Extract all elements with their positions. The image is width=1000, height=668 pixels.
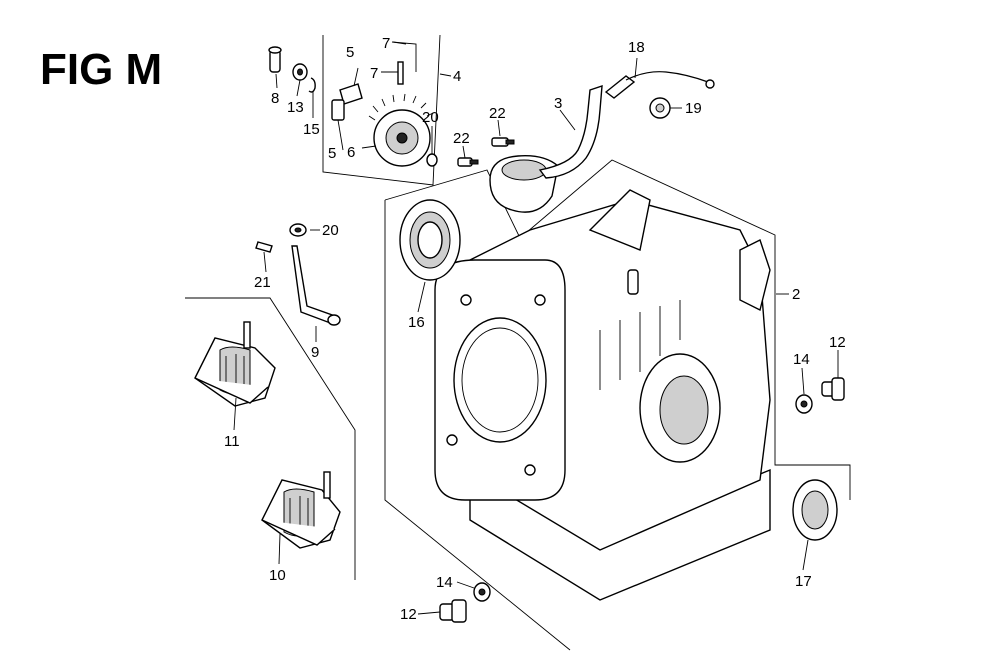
- drain-bolt-12-right: [821, 377, 845, 401]
- callout-7-top: 7: [382, 35, 390, 52]
- engine-mount-11: [194, 321, 276, 407]
- pin-7: [391, 41, 417, 85]
- washer-14-bottom: [473, 582, 491, 602]
- clip-21: [255, 241, 273, 253]
- washer-14-right: [795, 394, 813, 414]
- washer-13: [292, 63, 308, 81]
- engine-mount-10: [261, 471, 341, 549]
- callout-5-top: 5: [346, 44, 354, 61]
- callout-14-bottom: 14: [436, 574, 453, 591]
- breather-tube-3: [538, 85, 603, 179]
- callouts: 8 13 15 5 5 6 7 7 4 20 22 22 3 18 19 20 …: [224, 35, 846, 623]
- bearing-16: [399, 199, 461, 281]
- figure-title: FIG M: [40, 45, 162, 94]
- governor-group-outline: [322, 34, 441, 186]
- crankcase-group-outline-left: [384, 200, 571, 651]
- callout-9: 9: [311, 344, 319, 361]
- callout-3: 3: [554, 95, 562, 112]
- callout-19: 19: [685, 100, 702, 117]
- callout-4: 4: [453, 68, 461, 85]
- callout-12-bottom: 12: [400, 606, 417, 623]
- washer-20-small: [426, 153, 438, 167]
- callout-22-lower: 22: [453, 130, 470, 147]
- callout-15: 15: [303, 121, 320, 138]
- callout-21: 21: [254, 274, 271, 291]
- callout-20-top: 20: [422, 109, 439, 126]
- bolt-22-a: [491, 137, 515, 147]
- callout-7-mid: 7: [370, 65, 378, 82]
- grommet-19: [649, 97, 671, 119]
- callout-11: 11: [224, 433, 240, 450]
- crankcase-2: [434, 189, 771, 601]
- rod-9: [291, 245, 341, 326]
- callout-10: 10: [269, 567, 286, 584]
- governor-gear-6: [368, 93, 434, 167]
- callout-5-bottom: 5: [328, 145, 336, 162]
- callout-17: 17: [795, 573, 812, 590]
- cable-18: [604, 71, 715, 99]
- nut-20: [289, 223, 307, 237]
- callout-16: 16: [408, 314, 425, 331]
- clip-15: [308, 77, 316, 93]
- callout-6: 6: [347, 144, 355, 161]
- governor-arm-5: [331, 83, 363, 121]
- leader-lines: [233, 41, 839, 615]
- callout-14-right: 14: [793, 351, 810, 368]
- callout-18: 18: [628, 39, 645, 56]
- bolt-22-b: [457, 157, 479, 167]
- mount-group-outline: [185, 297, 356, 580]
- callout-22-upper: 22: [489, 105, 506, 122]
- callout-8: 8: [271, 90, 279, 107]
- callout-2: 2: [792, 286, 800, 303]
- drain-bolt-12-bottom: [439, 599, 467, 623]
- oil-seal-17: [792, 479, 838, 541]
- callout-12-right: 12: [829, 334, 846, 351]
- bolt-8: [268, 46, 282, 73]
- callout-13: 13: [287, 99, 304, 116]
- callout-20-left: 20: [322, 222, 339, 239]
- breather-body: [489, 155, 559, 213]
